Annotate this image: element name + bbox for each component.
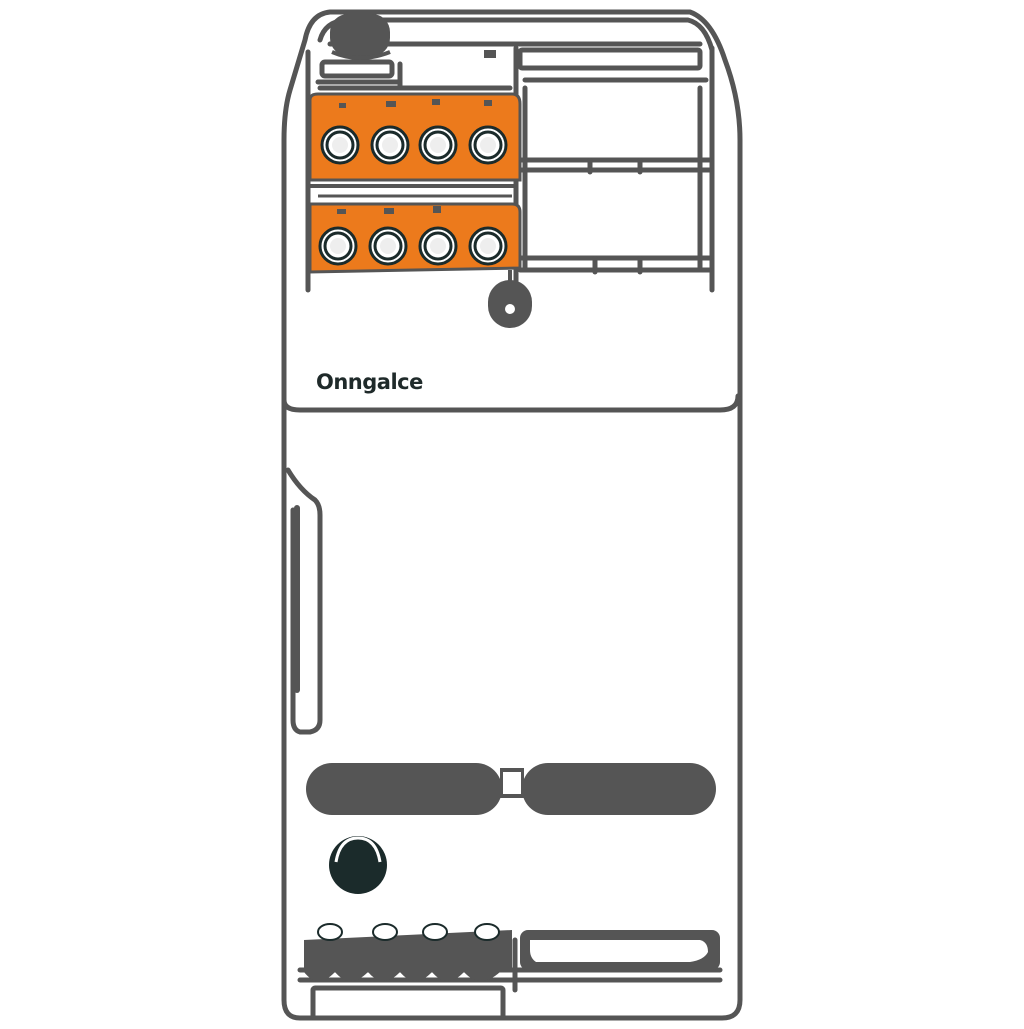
knob-1 [320,125,360,165]
knob-8 [468,226,508,266]
appliance-body-outline [281,9,743,1021]
upper-control-panel [308,92,522,182]
power-knob [329,836,387,894]
knob-6 [368,226,408,266]
knob-3 [418,125,458,165]
side-handle [285,467,323,735]
knob-2 [370,125,410,165]
bottom-drawer [310,985,506,1021]
knob-7 [418,226,458,266]
bottom-drawer-knobs [304,923,512,981]
knob-row-lower [318,226,508,266]
lower-shelf [517,255,713,273]
knob-row-upper [320,125,508,165]
knob-5 [318,226,358,266]
top-cap-knob [330,14,391,60]
brand-label: Onngalce [316,370,423,394]
upper-shelf [517,157,713,173]
dispenser-bar [306,763,716,815]
knob-4 [468,125,508,165]
center-dial [488,270,532,328]
upper-section-divider [281,393,741,413]
lower-control-panel [308,202,522,274]
